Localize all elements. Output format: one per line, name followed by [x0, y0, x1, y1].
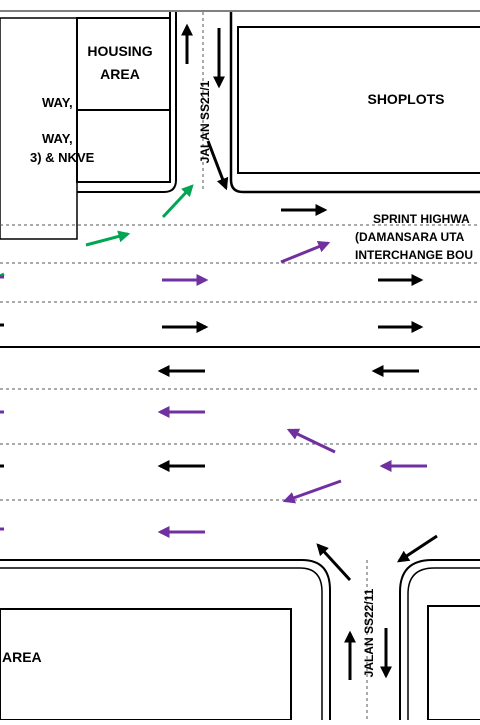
shoplots-label: SHOPLOTS [367, 91, 444, 107]
highway-label-2: (DAMANSARA UTA [355, 230, 465, 244]
left-box-line1: WAY, [42, 95, 73, 110]
left-box-line3: 3) & NKVE [30, 150, 95, 165]
green-arrow-2 [85, 230, 131, 247]
housing-area-label-2: AREA [100, 66, 140, 82]
road-label-south: JALAN SS22/11 [362, 588, 376, 677]
purple-arrow-ne [280, 241, 331, 264]
housing-block [0, 12, 177, 240]
highway-label-3: INTERCHANGE BOU [355, 248, 473, 262]
arrow-north-right-turn [206, 140, 229, 191]
arrow-into-south-road [396, 534, 438, 563]
bottom-area-label: AREA [2, 649, 42, 665]
highway-lanes [0, 224, 480, 501]
road-label-north: JALAN SS21/1 [198, 80, 212, 163]
highway-label-1: SPRINT HIGHWA [373, 212, 470, 226]
purple-arrow-sw [282, 479, 342, 504]
purple-arrow-nw [286, 428, 336, 454]
bottom-left-block [0, 559, 331, 721]
left-box-line2: WAY, [42, 131, 73, 146]
green-arrow-1 [161, 184, 194, 219]
housing-area-label-1: HOUSING [87, 43, 152, 59]
bottom-right-block [399, 559, 480, 721]
shoplots-block [229, 12, 480, 194]
arrow-south-left-turn [316, 543, 352, 582]
